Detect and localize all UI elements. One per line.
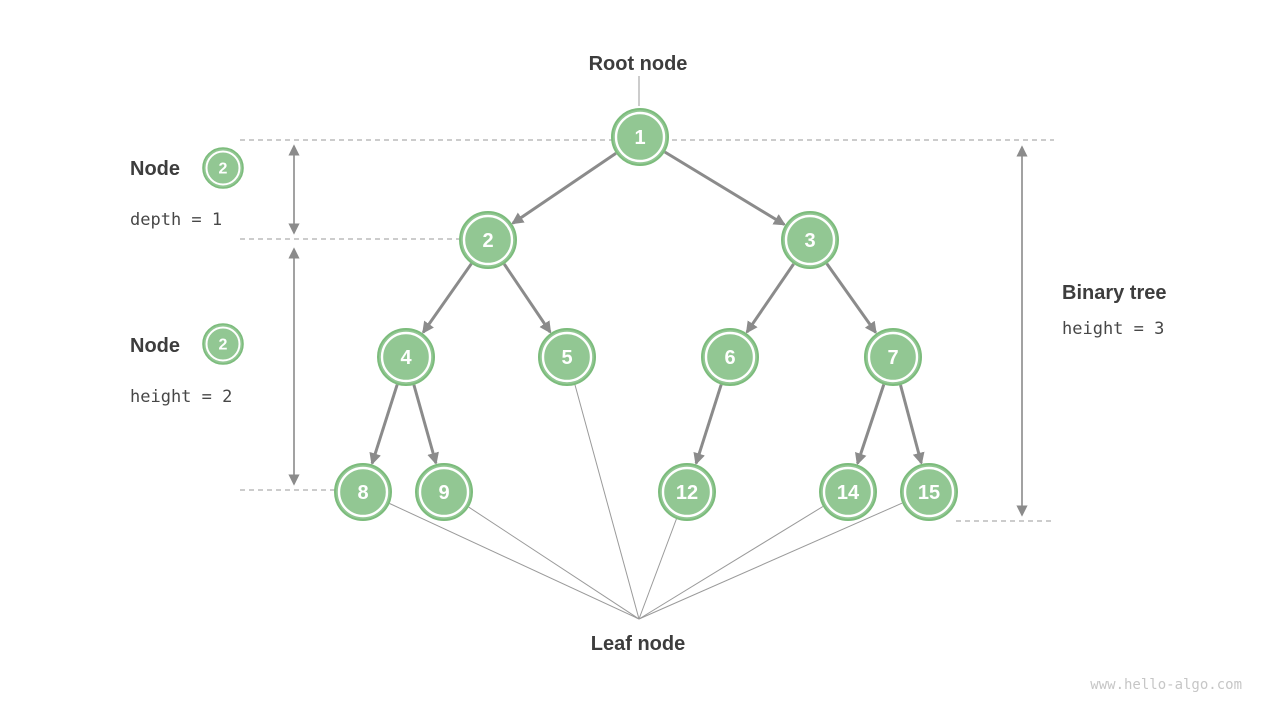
- node-inner-ring: [418, 466, 470, 518]
- tree-node-6: 6: [701, 328, 759, 386]
- node-circle: [900, 463, 958, 521]
- node-circle: [819, 463, 877, 521]
- node-inner-ring: [380, 331, 432, 383]
- annotation-tree-height-title: Binary tree: [1062, 282, 1167, 304]
- tree-edges: [369, 150, 925, 466]
- annotation-depth-equation: depth = 1: [130, 210, 222, 230]
- annotation-node-height: Node 2 height = 2: [130, 323, 244, 407]
- leaf-line-15: [638, 502, 903, 620]
- edge-1-2: [511, 152, 617, 225]
- measure-arrows: [288, 144, 1028, 517]
- edge-2-4: [421, 262, 473, 334]
- tree-node-9: 9: [415, 463, 473, 521]
- node-value: 9: [438, 482, 449, 504]
- node-inner-ring: [784, 214, 836, 266]
- node-circle: [611, 108, 669, 166]
- node-inner-ring: [541, 331, 593, 383]
- edge-4-9: [412, 384, 439, 465]
- node-inner-ring: [704, 331, 756, 383]
- tree-node-12: 12: [658, 463, 716, 521]
- annotation-depth: Node 2 depth = 1: [130, 147, 244, 230]
- edge-1-3: [664, 150, 786, 226]
- annotation-node-height-title: Node: [130, 335, 180, 357]
- leaf-line-5: [574, 384, 640, 620]
- leaf-line-14: [638, 506, 824, 620]
- node-circle: [658, 463, 716, 521]
- tree-node-3: 3: [781, 211, 839, 269]
- node-circle: [538, 328, 596, 386]
- node-value: 12: [676, 482, 698, 504]
- leaf-line-9: [468, 506, 640, 620]
- node-circle: [701, 328, 759, 386]
- node-inner-ring: [661, 466, 713, 518]
- node-inner-ring: [614, 111, 666, 163]
- node-inner-ring: [903, 466, 955, 518]
- node-circle: [864, 328, 922, 386]
- tree-node-8: 8: [334, 463, 392, 521]
- annotation-depth-title: Node: [130, 158, 180, 180]
- edge-4-8: [369, 384, 399, 466]
- annotation-tree-height-equation: height = 3: [1062, 319, 1164, 339]
- node-value: 4: [400, 347, 412, 369]
- node-circle: [415, 463, 473, 521]
- node-inner-ring: [462, 214, 514, 266]
- tree-node-14: 14: [819, 463, 877, 521]
- badge-node-value: 2: [219, 161, 228, 178]
- node-inner-ring: [337, 466, 389, 518]
- node-circle: [334, 463, 392, 521]
- edge-6-12: [693, 384, 723, 466]
- tree-node-1: 1: [611, 108, 669, 166]
- badge-node-inner-ring: [205, 150, 241, 186]
- edge-3-7: [825, 262, 877, 334]
- badge-node-inner-ring: [205, 326, 241, 362]
- leaf-line-12: [638, 518, 677, 620]
- node-value: 3: [804, 230, 815, 252]
- edge-3-6: [745, 263, 795, 334]
- node-value: 1: [634, 127, 645, 149]
- tree-node-7: 7: [864, 328, 922, 386]
- tree-node-2: 2: [459, 211, 517, 269]
- node-circle: [781, 211, 839, 269]
- leaf-line-8: [389, 503, 640, 620]
- node-circle: [377, 328, 435, 386]
- badge-node-circle: [202, 323, 244, 365]
- node-value: 2: [482, 230, 493, 252]
- annotation-node-height-equation: height = 2: [130, 387, 232, 407]
- badge-node-circle: [202, 147, 244, 189]
- leaf-leader-lines: [389, 384, 903, 620]
- leaf-node-label: Leaf node: [591, 633, 685, 655]
- node-value: 8: [357, 482, 368, 504]
- node-inner-ring: [822, 466, 874, 518]
- watermark-text: www.hello-algo.com: [1090, 677, 1242, 693]
- edge-7-15: [899, 384, 925, 465]
- node-value: 14: [837, 482, 860, 504]
- edge-7-14: [855, 384, 886, 466]
- node-circle: [459, 211, 517, 269]
- node-value: 7: [887, 347, 898, 369]
- node-value: 6: [724, 347, 735, 369]
- tree-node-15: 15: [900, 463, 958, 521]
- node-value: 5: [561, 347, 572, 369]
- annotation-tree-height: Binary tree height = 3: [1062, 282, 1167, 339]
- badge-node-value: 2: [219, 337, 228, 354]
- edge-2-5: [502, 263, 552, 334]
- node-value: 15: [918, 482, 940, 504]
- root-node-label: Root node: [589, 53, 688, 75]
- tree-node-4: 4: [377, 328, 435, 386]
- tree-node-5: 5: [538, 328, 596, 386]
- node-inner-ring: [867, 331, 919, 383]
